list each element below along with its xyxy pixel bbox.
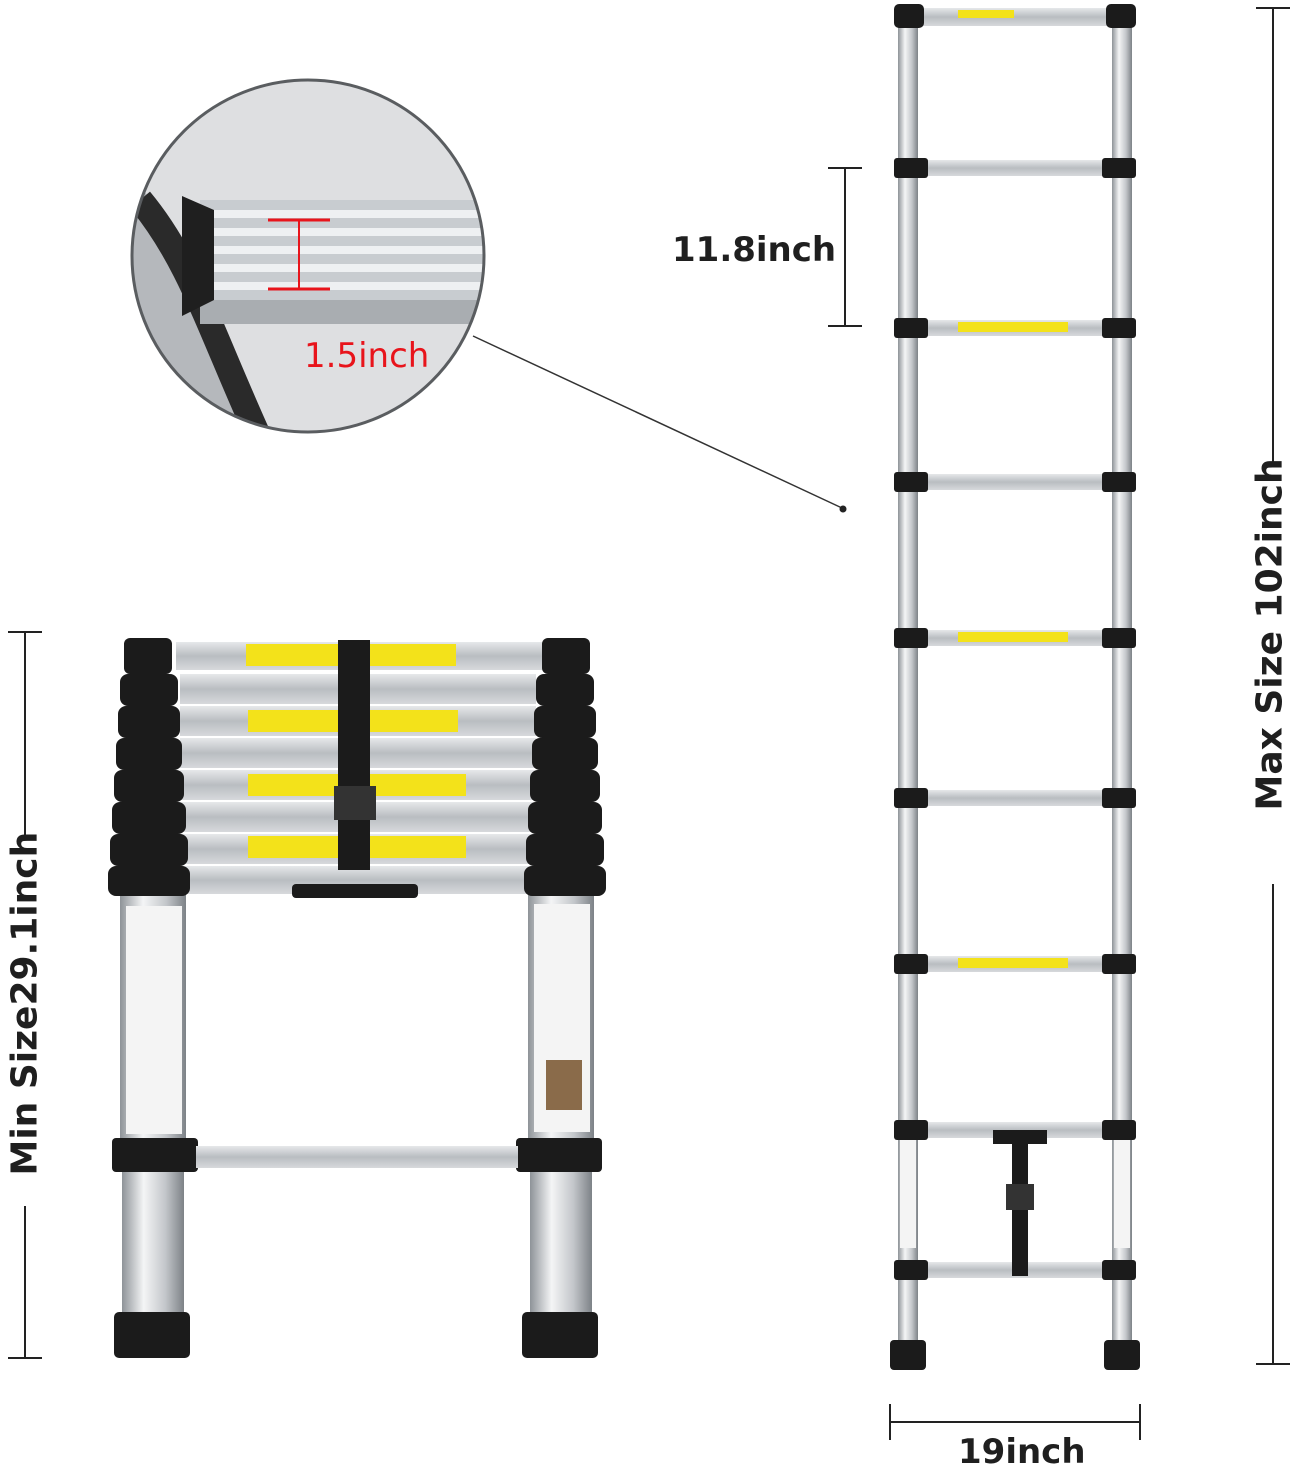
- rung-4: [894, 472, 1136, 492]
- rung-depth-label: 1.5inch: [304, 336, 430, 376]
- collapsed-ladder: [108, 638, 606, 1358]
- rung-spacing-dimension: [828, 167, 862, 327]
- max-size-label: Max Size 102inch: [1249, 458, 1291, 811]
- rung-3: [894, 318, 1136, 338]
- rung-6: [894, 788, 1136, 808]
- width-label: 19inch: [958, 1432, 1086, 1472]
- rung-7: [894, 954, 1136, 974]
- min-size-dimension: [8, 631, 42, 1359]
- rung-detail-zoom: [130, 78, 847, 513]
- max-size-dimension: [1256, 7, 1290, 1365]
- rung-2: [894, 158, 1136, 178]
- rung-5: [894, 628, 1136, 648]
- min-size-label: Min Size29.1inch: [4, 831, 46, 1176]
- rung-spacing-label: 11.8inch: [672, 230, 837, 270]
- width-dimension: [889, 1404, 1141, 1440]
- extended-ladder: [890, 4, 1140, 1370]
